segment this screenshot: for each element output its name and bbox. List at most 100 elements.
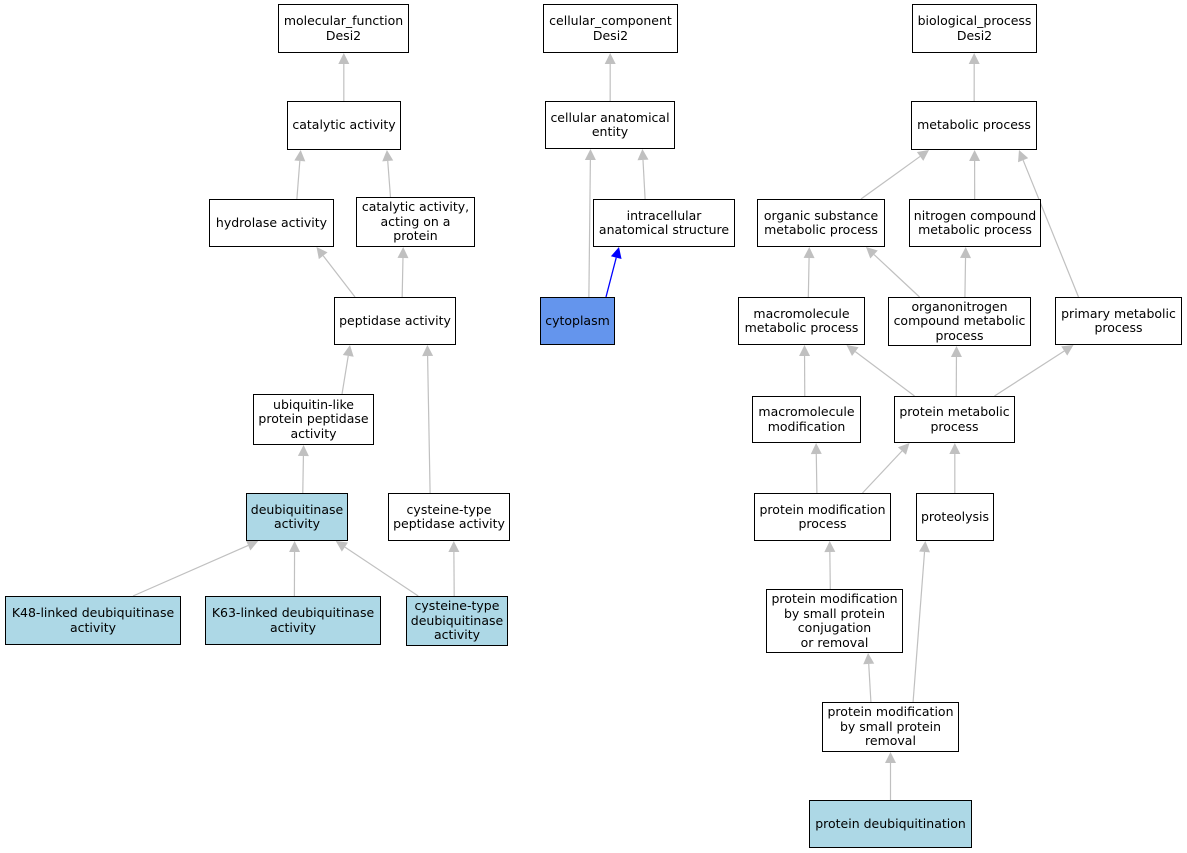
edge-cys_peptidase-to-peptidase xyxy=(422,345,434,494)
node-cysteine-type-peptidase-activity[interactable]: cysteine-type peptidase activity xyxy=(388,493,510,541)
edge-pm_small-to-prot_mod xyxy=(824,541,836,590)
edge-k63-to-dub xyxy=(289,541,301,597)
node-cytoplasm[interactable]: cytoplasm xyxy=(540,297,615,345)
arrowhead-icon xyxy=(803,247,815,259)
arrowhead-icon xyxy=(448,541,460,553)
edge-line xyxy=(302,455,305,494)
edge-cytoplasm-to-cae xyxy=(584,149,596,298)
edge-line xyxy=(815,453,818,494)
edge-peptidase-to-catalytic_protein xyxy=(397,247,409,298)
edge-ias-to-cae xyxy=(637,149,649,200)
edge-line xyxy=(132,544,249,597)
node-k48-linked-deubiquitinase-activity[interactable]: K48-linked deubiquitinase activity xyxy=(5,596,181,645)
node-organic-substance-metabolic-process[interactable]: organic substance metabolic process xyxy=(757,199,885,247)
edge-line xyxy=(1022,159,1080,298)
node-k63-linked-deubiquitinase-activity[interactable]: K63-linked deubiquitinase activity xyxy=(205,596,381,645)
node-nitrogen-compound-metabolic-process[interactable]: nitrogen compound metabolic process xyxy=(909,199,1041,247)
node-catalytic-activity-acting-on-protein[interactable]: catalytic activity, acting on a protein xyxy=(356,197,475,247)
arrowhead-icon xyxy=(316,247,328,260)
edge-line xyxy=(341,355,349,395)
edge-line xyxy=(588,159,591,298)
node-metabolic-process[interactable]: metabolic process xyxy=(911,101,1037,150)
node-molecular-function-root[interactable]: molecular_function Desi2 xyxy=(278,4,409,53)
node-cellular-component-root[interactable]: cellular_component Desi2 xyxy=(543,4,678,53)
node-peptidase-activity[interactable]: peptidase activity xyxy=(334,297,456,345)
node-protein-modification-by-small-protein-removal[interactable]: protein modification by small protein re… xyxy=(822,702,959,752)
node-protein-deubiquitination[interactable]: protein deubiquitination xyxy=(809,800,972,848)
arrowhead-icon xyxy=(637,149,649,161)
arrowhead-icon xyxy=(289,541,301,553)
edge-nitrogen-to-metabolic xyxy=(969,150,981,200)
node-catalytic-activity[interactable]: catalytic activity xyxy=(287,101,401,150)
node-macromolecule-modification[interactable]: macromolecule modification xyxy=(752,396,861,443)
node-protein-modification-process[interactable]: protein modification process xyxy=(754,493,891,541)
edge-k48-to-dub xyxy=(132,540,259,597)
node-protein-metabolic-process[interactable]: protein metabolic process xyxy=(894,396,1015,443)
arrowhead-icon xyxy=(897,443,910,455)
edge-line xyxy=(873,254,920,298)
node-primary-metabolic-process[interactable]: primary metabolic process xyxy=(1055,297,1182,345)
edge-primary-to-metabolic xyxy=(1018,150,1080,298)
edge-macro_met-to-organic xyxy=(803,247,815,298)
node-organonitrogen-compound-metabolic-process[interactable]: organonitrogen compound metabolic proces… xyxy=(888,297,1031,346)
edge-line xyxy=(322,255,356,298)
arrowhead-icon xyxy=(968,53,980,65)
node-ubiquitin-like-protein-peptidase-activity[interactable]: ubiquitin-like protein peptidase activit… xyxy=(253,394,374,445)
edge-line xyxy=(860,155,921,200)
arrowhead-icon xyxy=(799,345,811,357)
node-hydrolase-activity[interactable]: hydrolase activity xyxy=(209,199,334,247)
edge-line xyxy=(964,257,967,298)
arrowhead-icon xyxy=(604,53,616,65)
edge-macro_mod-to-macro_met xyxy=(799,345,811,397)
edge-cys_dub-to-dub xyxy=(335,541,419,597)
edge-line xyxy=(344,546,419,597)
edge-cys_dub-to-cys_peptidase xyxy=(448,541,460,597)
arrowhead-icon xyxy=(950,346,962,358)
arrowhead-icon xyxy=(916,150,929,161)
arrowhead-icon xyxy=(960,247,972,259)
arrowhead-icon xyxy=(397,247,409,259)
edge-proteolysis-to-protein_met xyxy=(949,443,961,494)
edge-line xyxy=(862,450,903,494)
edge-prot_mod-to-macro_mod xyxy=(810,443,822,494)
node-proteolysis[interactable]: proteolysis xyxy=(916,493,994,541)
arrowhead-icon xyxy=(824,541,836,553)
edge-line xyxy=(868,663,872,703)
node-cysteine-type-deubiquitinase-activity[interactable]: cysteine-type deubiquitinase activity xyxy=(406,596,508,646)
edge-hydrolase-to-catalytic xyxy=(294,150,306,200)
arrowhead-icon xyxy=(949,443,961,455)
arrowhead-icon xyxy=(1018,150,1029,163)
edge-protein_met-to-organonitrogen xyxy=(950,346,962,397)
arrowhead-icon xyxy=(885,752,896,763)
edge-catalytic-to-mf_root xyxy=(338,53,350,102)
edge-line xyxy=(642,159,646,200)
node-intracellular-anatomical-structure[interactable]: intracellular anatomical structure xyxy=(593,199,735,247)
edge-pm_removal-to-proteolysis xyxy=(912,541,931,703)
edge-line xyxy=(807,257,810,298)
edge-cytoplasm-to-ias xyxy=(605,247,622,298)
edge-line xyxy=(427,355,431,494)
edge-ubl_peptidase-to-peptidase xyxy=(341,345,354,395)
edge-protein_met-to-macro_met xyxy=(846,345,915,397)
arrowhead-icon xyxy=(846,345,859,356)
node-protein-modification-by-small-protein-conjugation-or-removal[interactable]: protein modification by small protein co… xyxy=(766,589,903,653)
node-biological-process-root[interactable]: biological_process Desi2 xyxy=(912,4,1037,53)
arrowhead-icon xyxy=(969,150,981,162)
edge-prot_mod-to-protein_met xyxy=(862,443,910,494)
edge-dub-to-ubl_peptidase xyxy=(297,445,309,494)
edge-catalytic_protein-to-catalytic xyxy=(382,150,394,198)
edge-pm_removal-to-pm_small xyxy=(863,653,875,703)
arrowhead-icon xyxy=(584,149,596,161)
arrowhead-icon xyxy=(335,541,348,552)
arrowhead-icon xyxy=(297,445,309,457)
node-deubiquitinase-activity[interactable]: deubiquitinase activity xyxy=(246,493,348,541)
node-cellular-anatomical-entity[interactable]: cellular anatomical entity xyxy=(545,101,675,149)
edge-line xyxy=(401,257,404,298)
edge-organonitrogen-to-nitrogen xyxy=(960,247,972,298)
node-macromolecule-metabolic-process[interactable]: macromolecule metabolic process xyxy=(738,297,865,345)
arrowhead-icon xyxy=(610,247,622,260)
edge-line xyxy=(994,350,1065,397)
arrowhead-icon xyxy=(342,345,354,357)
